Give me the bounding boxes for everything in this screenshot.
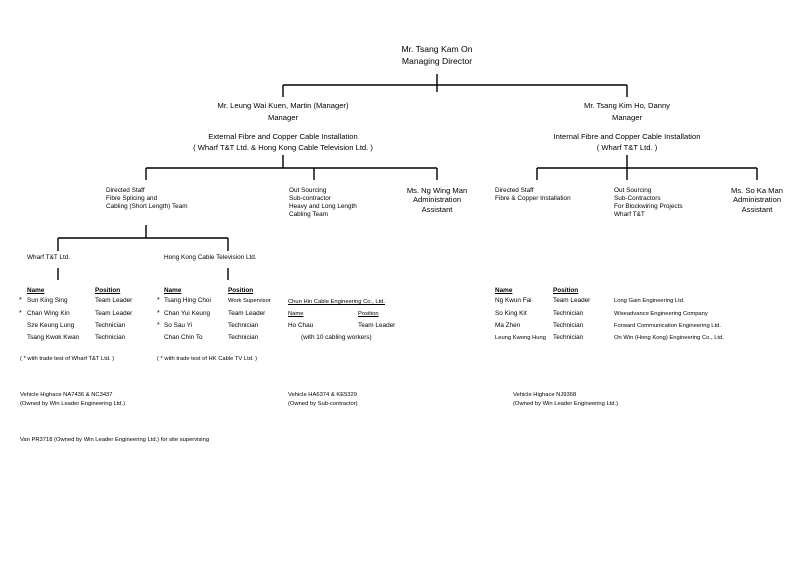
right-department-clients: ( Wharf T&T Ltd. ): [596, 143, 658, 152]
subcontractor-name-header: Name: [288, 311, 304, 317]
trade-test-star: *: [157, 310, 160, 317]
hkcable-trade-test-note: ( * with trade test of HK Cable TV Ltd. …: [157, 356, 258, 362]
table-row: Sun King Sing: [27, 297, 68, 304]
table-row: Sze Keung Lung: [27, 322, 75, 329]
vehicle-right: Vehicle Highace NJ9368 (Owned by Win Lea…: [513, 392, 619, 408]
wharf-name-header: Name: [27, 287, 45, 294]
table-row: Tsang Kwok Kwan: [27, 334, 80, 341]
left-department-clients: ( Wharf T&T Ltd. & Hong Kong Cable Telev…: [193, 143, 373, 152]
table-cell-position: Team Leader: [553, 297, 591, 304]
wharf-trade-test-note: ( * with trade test of Wharf T&T Ltd. ): [20, 356, 115, 362]
table-cell-position: Team Leader: [228, 310, 266, 317]
table-cell-company: Forward Communication Engineering Ltd.: [614, 323, 721, 329]
wharf-position-header: Position: [95, 287, 121, 294]
table-row: Chan Wing Kin: [27, 310, 70, 317]
subcontractor-leader-position: Team Leader: [358, 322, 396, 329]
table-row: Chan Yui Keung: [164, 310, 211, 317]
trade-test-star: *: [19, 297, 22, 304]
table-row: Ma Zhen: [495, 322, 521, 329]
right-manager-title: Manager: [612, 113, 642, 122]
trade-test-star: *: [157, 322, 160, 329]
left-directed-staff: Directed Staff Fibre Splicing and Cablin…: [106, 187, 188, 210]
top-name: Mr. Tsang Kam On: [401, 44, 473, 54]
trade-test-star: *: [19, 310, 22, 317]
table-cell-position: Technician: [553, 310, 584, 317]
left-manager-title: Manager: [268, 113, 298, 122]
left-department: External Fibre and Copper Cable Installa…: [208, 132, 358, 141]
table-cell-position: Work Supervisor: [228, 298, 271, 304]
table-row: Leung Kwong Hung: [495, 335, 546, 341]
van-supervising: Van PR3718 (Owned by Win Leader Engineer…: [20, 437, 210, 443]
right-admin-assistant: Ms. So Ka Man Administration Assistant: [731, 186, 783, 214]
wharf-label: Wharf T&T Ltd.: [27, 254, 71, 261]
table-row: Tsang Hing Choi: [164, 297, 211, 304]
table-cell-position: Technician: [553, 322, 584, 329]
subcontractor-position-header: Position: [358, 311, 379, 317]
left-admin-assistant: Ms. Ng Wing Man Administration Assistant: [406, 186, 468, 214]
table-cell-position: Technician: [553, 334, 584, 341]
subcontractor-leader-name: Ho Chau: [288, 322, 314, 329]
right-manager-name: Mr. Tsang Kim Ho, Danny: [584, 101, 670, 110]
right-name-header: Name: [495, 287, 513, 294]
table-row: So King Kit: [495, 310, 527, 317]
table-cell-company: Long Gain Engineering Ltd.: [614, 298, 685, 304]
left-outsourcing: Out Sourcing Sub-contractor Heavy and Lo…: [289, 187, 357, 218]
hkcable-name-header: Name: [164, 287, 182, 294]
right-directed-staff: Directed Staff Fibre & Copper Installati…: [495, 187, 571, 202]
hkcable-position-header: Position: [228, 287, 254, 294]
right-position-header: Position: [553, 287, 579, 294]
subcontractor-company: Chun Hin Cable Engineering Co., Ltd.: [288, 299, 385, 305]
trade-test-star: *: [157, 297, 160, 304]
vehicle-middle: Vehicle HA6374 & KE5329 (Owned by Sub-co…: [288, 392, 358, 408]
table-cell-company: On Win (Hong Kong) Engineering Co., Ltd.: [614, 335, 724, 341]
right-outsourcing: Out Sourcing Sub-Contractors For Blockwi…: [614, 187, 683, 218]
table-cell-company: Wiseadvance Engineering Company: [614, 311, 708, 317]
table-cell-position: Team Leader: [95, 310, 133, 317]
table-cell-position: Technician: [228, 322, 259, 329]
table-row: Chan Chin To: [164, 334, 203, 341]
left-manager-name: Mr. Leung Wai Kuen, Martin (Manager): [217, 101, 349, 110]
table-row: So Sau Yi: [164, 322, 193, 329]
table-cell-position: Technician: [95, 322, 126, 329]
table-cell-position: Team Leader: [95, 297, 133, 304]
top-title: Managing Director: [401, 56, 473, 66]
table-cell-position: Technician: [228, 334, 259, 341]
vehicle-left: Vehicle Highace NA7436 & NC3437 (Owned b…: [20, 392, 126, 408]
right-department: Internal Fibre and Copper Cable Installa…: [553, 132, 701, 141]
table-row: Ng Kwun Fai: [495, 297, 532, 304]
subcontractor-workers: (with 10 cabling workers): [301, 334, 372, 341]
hkcable-label: Hong Kong Cable Television Ltd.: [164, 254, 257, 261]
table-cell-position: Technician: [95, 334, 126, 341]
